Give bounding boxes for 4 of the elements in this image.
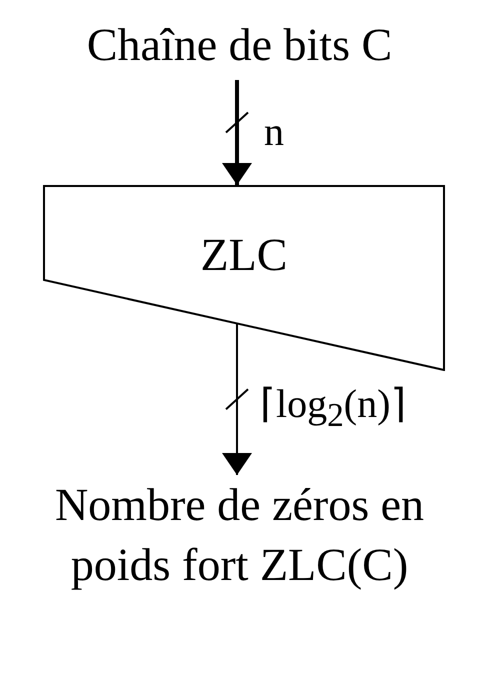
trapezoid-block [43,185,445,371]
signal-label: Chaîne de bits C [86,18,392,72]
signal-label: Nombre de zéros en poids fort ZLC(C) [54,478,426,592]
block-label: ZLC [200,228,288,282]
